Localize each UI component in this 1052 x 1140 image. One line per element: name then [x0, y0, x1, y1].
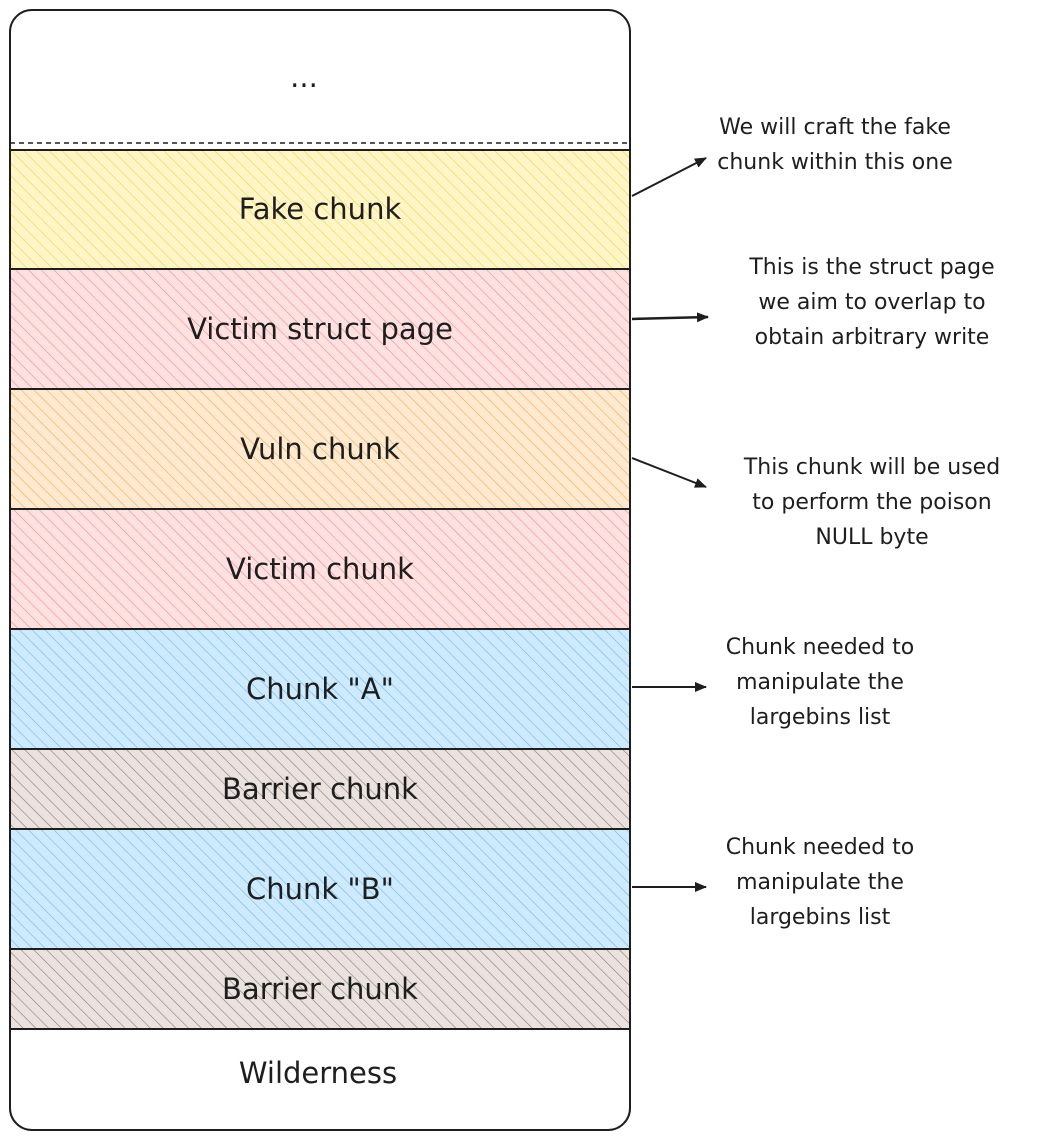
note-line: Chunk needed to [725, 635, 915, 660]
segment-hatch [10, 629, 630, 749]
segment-vuln-chunk: Vuln chunk [9, 388, 631, 510]
segment-barrier-chunk-1: Barrier chunk [9, 748, 631, 830]
note-line: This is the struct page [749, 255, 995, 280]
note-vuln-chunk: This chunk will be used to perform the p… [702, 450, 1042, 555]
segment-label: Victim chunk [226, 552, 414, 586]
note-line: largebins list [749, 905, 891, 930]
segment-label: Vuln chunk [240, 432, 400, 466]
segment-barrier-chunk-2: Barrier chunk [9, 948, 631, 1030]
note-line: manipulate the [736, 670, 904, 695]
segment-victim-chunk: Victim chunk [9, 508, 631, 630]
note-line: we aim to overlap to [758, 290, 986, 315]
note-line: chunk within this one [717, 150, 953, 175]
note-line: manipulate the [736, 870, 904, 895]
segment-hatch [10, 829, 630, 949]
note-line: largebins list [749, 705, 891, 730]
segment-label: Barrier chunk [222, 772, 418, 806]
segment-border [9, 948, 631, 1030]
note-chunk-b: Chunk needed to manipulate the largebins… [690, 830, 950, 935]
arrow-vuln-chunk [631, 457, 707, 488]
arrow-fake-chunk [631, 157, 707, 197]
note-chunk-a: Chunk needed to manipulate the largebins… [690, 630, 950, 735]
segment-chunk-a: Chunk "A" [9, 628, 631, 750]
segment-hatch [10, 749, 630, 829]
note-line: This chunk will be used [743, 455, 1001, 480]
note-line: Chunk needed to [725, 835, 915, 860]
segment-label: Victim struct page [187, 312, 453, 346]
segment-label: Chunk "A" [246, 672, 394, 706]
segment-hatch [10, 509, 630, 629]
segment-hatch [10, 150, 630, 269]
segment-hatch [10, 949, 630, 1029]
segment-fake-chunk: Fake chunk [9, 149, 631, 270]
note-line: We will craft the fake [719, 115, 951, 140]
segment-hatch [10, 269, 630, 389]
segment-chunk-b: Chunk "B" [9, 828, 631, 950]
top-ellipsis: ... [290, 60, 318, 94]
wilderness-label: Wilderness [239, 1056, 397, 1090]
note-victim-struct-page: This is the struct page we aim to overla… [702, 250, 1042, 355]
note-fake-chunk: We will craft the fake chunk within this… [690, 110, 980, 180]
segment-label: Barrier chunk [222, 972, 418, 1006]
arrow-victim-struct-page [631, 312, 709, 323]
segment-label: Fake chunk [239, 192, 402, 226]
note-line: to perform the poison [752, 490, 992, 515]
segment-label: Chunk "B" [246, 872, 394, 906]
segment-hatch [10, 389, 630, 509]
note-line: NULL byte [815, 525, 929, 550]
segment-victim-struct-page: Victim struct page [9, 268, 631, 390]
note-line: obtain arbitrary write [754, 325, 990, 350]
